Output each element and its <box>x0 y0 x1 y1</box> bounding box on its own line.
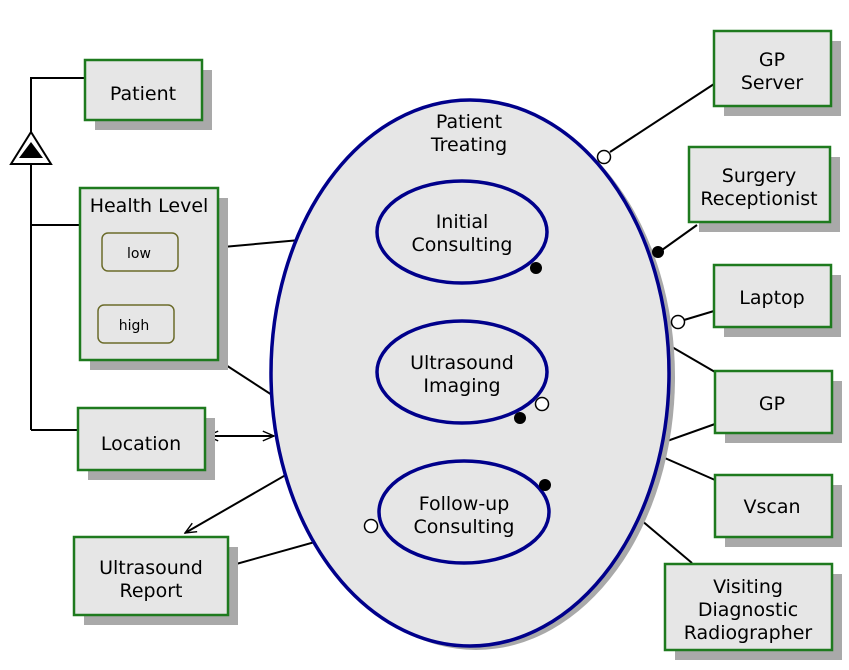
system-title-line1: Patient <box>436 111 502 133</box>
radiographer-line3: Radiographer <box>684 622 813 644</box>
connection-markers <box>363 149 686 534</box>
receptionist-line2: Receptionist <box>700 188 817 210</box>
followup-line1: Follow-up <box>419 493 510 515</box>
laptop-label: Laptop <box>739 287 804 309</box>
receptionist-line1: Surgery <box>722 165 796 187</box>
gp-initial-filled-dot <box>530 262 542 274</box>
actor-visiting-radiographer[interactable]: Visiting Diagnostic Radiographer <box>663 562 842 660</box>
imaging-line2: Imaging <box>423 375 500 397</box>
health-level-label: Health Level <box>90 195 209 217</box>
gp-label: GP <box>759 393 785 415</box>
actor-laptop[interactable]: Laptop <box>712 263 841 337</box>
receptionist-system-line <box>661 224 698 251</box>
system-title-line2: Treating <box>430 134 507 156</box>
gpserver-system-line <box>609 83 715 153</box>
laptop-system-line <box>683 310 715 321</box>
patient-label: Patient <box>110 83 176 105</box>
gpserver-line2: Server <box>741 72 803 94</box>
radiographer-line1: Visiting <box>713 576 783 598</box>
imaging-line1: Ultrasound <box>410 352 514 374</box>
patient-inherit-line <box>30 77 85 132</box>
vscan-open-dot <box>534 396 550 412</box>
radiographer-line2: Diagnostic <box>698 599 798 621</box>
location-label: Location <box>101 433 181 455</box>
gpserver-line1: GP <box>759 49 785 71</box>
state-high[interactable]: high <box>97 304 175 344</box>
actor-surgery-receptionist[interactable]: Surgery Receptionist <box>687 145 840 232</box>
gp-followup-filled-dot <box>539 479 551 491</box>
actor-gp[interactable]: GP <box>713 369 842 443</box>
report-open-dot <box>363 518 379 534</box>
actor-ultrasound-report[interactable]: Ultrasound Report <box>72 535 238 625</box>
usecase-ultrasound-imaging[interactable]: Ultrasound Imaging <box>375 319 549 425</box>
actor-vscan[interactable]: Vscan <box>713 473 842 547</box>
laptop-open-dot <box>670 314 686 330</box>
initial-line2: Consulting <box>412 234 513 256</box>
report-line1: Ultrasound <box>99 557 203 579</box>
actor-location[interactable]: Location <box>76 406 215 480</box>
state-low-label: low <box>127 246 151 262</box>
actor-patient[interactable]: Patient <box>83 58 212 130</box>
report-line2: Report <box>120 580 183 602</box>
generalization-triangle <box>9 130 53 165</box>
initial-line1: Initial <box>436 211 489 233</box>
followup-line2: Consulting <box>414 516 515 538</box>
usecase-followup-consulting[interactable]: Follow-up Consulting <box>377 459 551 565</box>
receptionist-filled-dot <box>652 246 664 258</box>
state-high-label: high <box>119 318 150 334</box>
actor-gp-server[interactable]: GP Server <box>712 29 841 116</box>
state-low[interactable]: low <box>101 232 179 272</box>
gpserver-open-dot <box>596 149 612 165</box>
usecase-initial-consulting[interactable]: Initial Consulting <box>375 179 549 285</box>
vscan-label: Vscan <box>743 496 800 518</box>
radiographer-filled-dot <box>514 412 526 424</box>
